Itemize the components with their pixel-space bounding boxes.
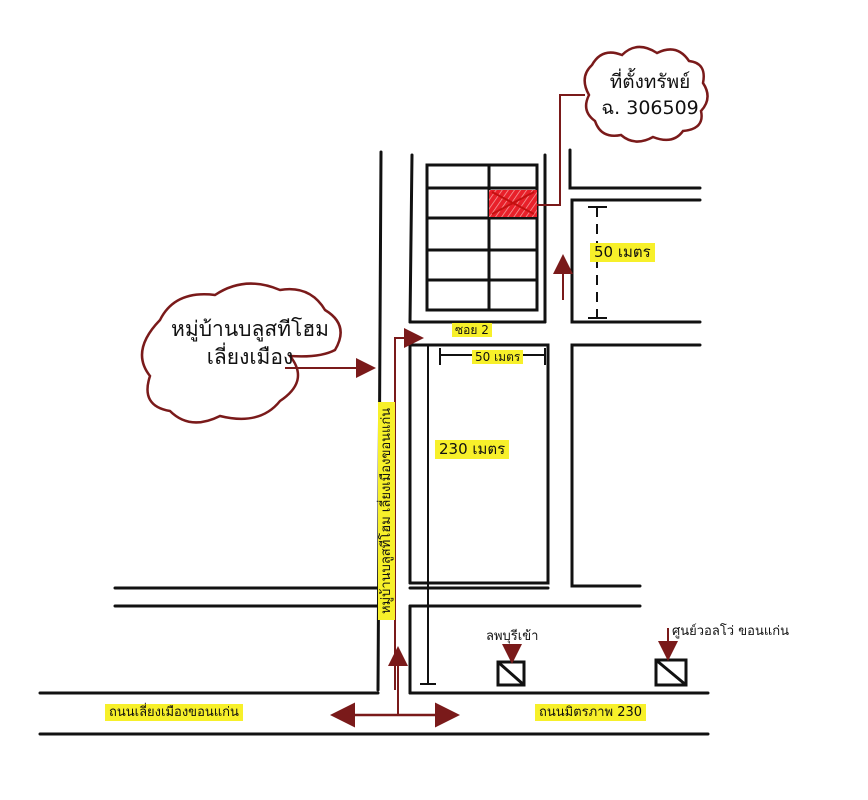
deed-number: ฉ. 306509 [601, 96, 699, 119]
landmark-left-label: ลพบุรีเข้า [486, 629, 539, 644]
dimension-lines [420, 206, 607, 685]
road-left-label: ถนนเลี่ยงเมืองขอนแก่น [105, 704, 243, 721]
property-callout-line [537, 94, 585, 206]
soi-label: ซอย 2 [452, 323, 492, 337]
direction-arrow-icon [394, 328, 424, 690]
village-callout-cloud [140, 282, 342, 424]
village-subname: เลี่ยงเมือง [206, 345, 294, 370]
village-road-label: หมู่บ้านบลูสทีโฮม เลี่ยงเมืองขอนแก่น [378, 401, 395, 620]
property-callout-cloud [583, 45, 709, 143]
property-block-grid [425, 163, 539, 312]
distance-230m: 230 เมตร [435, 440, 510, 459]
village-callout: หมู่บ้านบลูสทีโฮม เลี่ยงเมือง [150, 315, 350, 372]
distance-50m-horizontal: 50 เมตร [472, 350, 524, 364]
landmark-right-label: ศูนย์วอลโว่ ขอนแก่น [672, 624, 789, 639]
village-name: หมู่บ้านบลูสทีโฮม [171, 317, 329, 341]
property-callout: ที่ตั้งทรัพย์ ฉ. 306509 [590, 70, 710, 121]
distance-50m-vertical: 50 เมตร [590, 243, 655, 262]
property-title: ที่ตั้งทรัพย์ [609, 71, 691, 93]
road-right-label: ถนนมิตรภาพ 230 [535, 704, 647, 721]
